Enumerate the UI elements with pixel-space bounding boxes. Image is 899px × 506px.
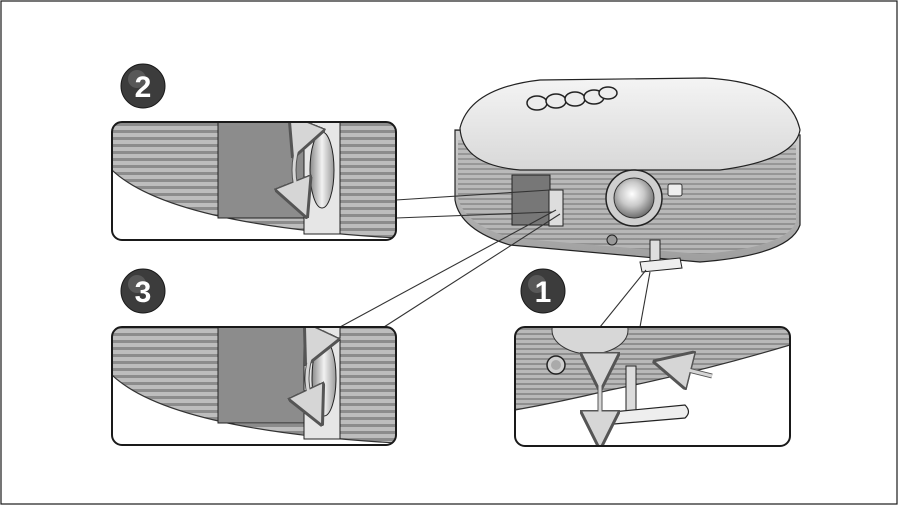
detail-panel-step-1 [514, 326, 791, 447]
detail-panel-step-2 [111, 121, 397, 241]
recessed-panel [217, 122, 305, 219]
zoom-wheel [309, 131, 335, 209]
step-number: 1 [535, 276, 552, 309]
step-badge-1: 1 [520, 268, 566, 314]
step-number: 2 [135, 71, 152, 104]
detail-panel-step-3 [111, 326, 397, 446]
step-badge-3: 3 [120, 268, 166, 314]
step-badge-2: 2 [120, 63, 166, 109]
foot-shaft [625, 365, 637, 413]
control-buttons [526, 86, 618, 111]
focus-wheel [311, 339, 337, 417]
recessed-panel [217, 327, 305, 424]
leader-lines [339, 189, 651, 328]
projector [454, 77, 801, 273]
zoom-focus-ring [548, 189, 564, 227]
step-number: 3 [135, 276, 152, 309]
adjustable-foot [649, 239, 661, 263]
projector-top [459, 77, 801, 171]
